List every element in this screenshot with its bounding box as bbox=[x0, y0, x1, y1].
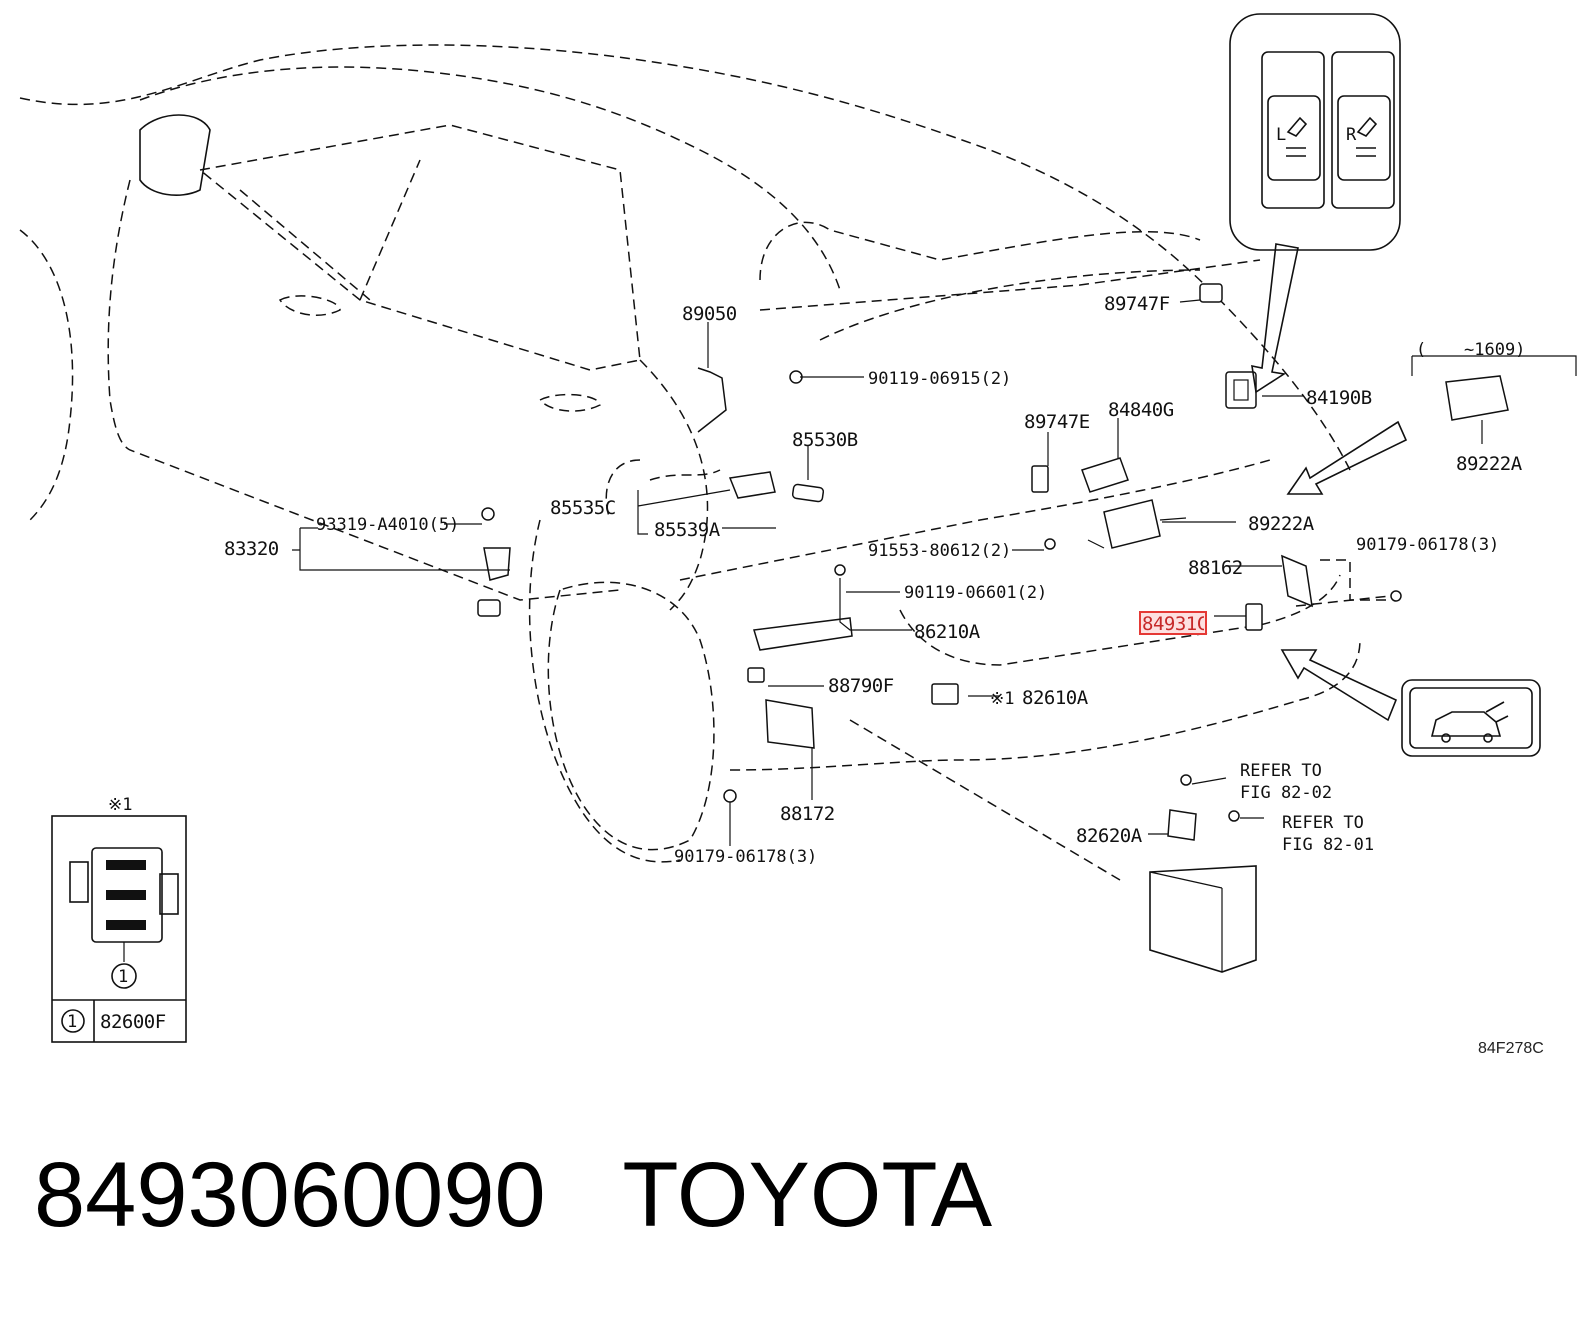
label-refer-82-02-line2[interactable]: FIG 82-02 bbox=[1240, 783, 1332, 803]
label-84190b[interactable]: 84190B bbox=[1306, 387, 1372, 409]
label-89050[interactable]: 89050 bbox=[682, 303, 737, 325]
label-88790f[interactable]: 88790F bbox=[828, 675, 894, 697]
module-88162 bbox=[1281, 554, 1313, 608]
speaker-86210a bbox=[753, 617, 853, 651]
liftgate-inset bbox=[1401, 679, 1541, 757]
arrow-left-lower bbox=[1280, 649, 1398, 722]
leader-lines bbox=[292, 299, 1577, 846]
label-88172[interactable]: 88172 bbox=[780, 803, 835, 825]
label-83320[interactable]: 83320 bbox=[224, 538, 279, 560]
sensor-84931c bbox=[1245, 603, 1263, 631]
nut-90179-top bbox=[1390, 590, 1402, 602]
label-84931c[interactable]: 84931C bbox=[1142, 613, 1208, 635]
liftgate-car-icon bbox=[1430, 701, 1509, 737]
switch-left-letter: L bbox=[1276, 125, 1286, 145]
module-89222a-variant bbox=[1445, 375, 1509, 421]
label-90119-06915[interactable]: 90119-06915(2) bbox=[868, 369, 1011, 389]
inset-circle-number: 1 bbox=[118, 967, 128, 987]
battery-outline bbox=[1149, 865, 1257, 973]
label-86210a[interactable]: 86210A bbox=[914, 621, 981, 643]
footer-brand: TOYOTA bbox=[622, 1144, 993, 1246]
label-90179-bottom[interactable]: 90179-06178(3) bbox=[674, 847, 817, 867]
arrows bbox=[1251, 243, 1408, 722]
sensor-83320 bbox=[483, 547, 511, 581]
arrow-left-upper bbox=[1286, 420, 1408, 495]
seat-icon-left bbox=[1286, 116, 1308, 157]
part-labels: 89050 90119-06915(2) 85530B 85535C 85539… bbox=[224, 293, 1525, 867]
label-82620a[interactable]: 82620A bbox=[1076, 825, 1143, 847]
label-82610a-mark: ※1 bbox=[990, 689, 1014, 709]
sensor-89747e bbox=[1031, 465, 1049, 493]
relay-82610a bbox=[931, 683, 959, 705]
sensor-89747f bbox=[1199, 283, 1223, 303]
inset-mark: ※1 bbox=[108, 795, 132, 815]
module-88172 bbox=[765, 699, 815, 749]
part-shapes bbox=[477, 283, 1509, 973]
figure-code: 84F278C bbox=[1478, 1040, 1544, 1057]
bolt-90119-06601 bbox=[834, 564, 846, 576]
label-refer-82-01-line1[interactable]: REFER TO bbox=[1282, 813, 1364, 833]
label-85535c[interactable]: 85535C bbox=[550, 497, 616, 519]
arrow-down bbox=[1251, 243, 1299, 394]
label-refer-82-01-line2[interactable]: FIG 82-01 bbox=[1282, 835, 1374, 855]
sensor-88790f bbox=[747, 667, 765, 683]
label-89747f[interactable]: 89747F bbox=[1104, 293, 1170, 315]
clip-93319 bbox=[481, 507, 495, 521]
label-1609-open: ( bbox=[1416, 340, 1426, 360]
nut-90179-bottom bbox=[723, 789, 737, 803]
footer-part-number: 8493060090 bbox=[34, 1144, 546, 1246]
switch-84190b bbox=[1225, 371, 1257, 409]
label-1609: ~1609) bbox=[1464, 340, 1525, 360]
module-89222a bbox=[1103, 499, 1161, 549]
highlighted-part-label[interactable]: 84931C bbox=[1139, 611, 1208, 635]
label-93319[interactable]: 93319-A4010(5) bbox=[316, 515, 459, 535]
label-85539a[interactable]: 85539A bbox=[654, 519, 721, 541]
nozzle-85535c bbox=[728, 471, 776, 499]
vehicle-outline bbox=[19, 44, 1390, 881]
bolt-91553 bbox=[1044, 538, 1056, 550]
highlight-box bbox=[1139, 611, 1207, 635]
switch-84840g bbox=[1081, 457, 1129, 493]
inset-key-number: 1 bbox=[67, 1012, 77, 1032]
label-89222a[interactable]: 89222A bbox=[1248, 513, 1315, 535]
sensor-85530b bbox=[791, 483, 825, 503]
label-91553[interactable]: 91553-80612(2) bbox=[868, 541, 1011, 561]
label-85530b[interactable]: 85530B bbox=[792, 429, 858, 451]
block-82620a bbox=[1167, 809, 1197, 841]
label-90119-06601[interactable]: 90119-06601(2) bbox=[904, 583, 1047, 603]
label-89747e[interactable]: 89747E bbox=[1024, 411, 1090, 433]
inset-part-label: 82600F bbox=[100, 1011, 166, 1033]
label-84840g[interactable]: 84840G bbox=[1108, 399, 1174, 421]
switch-right-letter: R bbox=[1346, 125, 1357, 145]
label-88162[interactable]: 88162 bbox=[1188, 557, 1243, 579]
switch-inset: L R bbox=[1229, 13, 1401, 251]
connector-inset: ※1 1 1 82600F bbox=[51, 795, 187, 1043]
label-89222a-variant[interactable]: 89222A bbox=[1456, 453, 1523, 475]
side-mirror bbox=[139, 114, 211, 196]
label-82610a[interactable]: 82610A bbox=[1022, 687, 1089, 709]
label-90179-top[interactable]: 90179-06178(3) bbox=[1356, 535, 1499, 555]
bracket-89050 bbox=[697, 367, 727, 433]
seat-icon-right bbox=[1356, 116, 1378, 157]
label-refer-82-02-line1[interactable]: REFER TO bbox=[1240, 761, 1322, 781]
footer-caption: 8493060090 TOYOTA bbox=[34, 1140, 992, 1250]
